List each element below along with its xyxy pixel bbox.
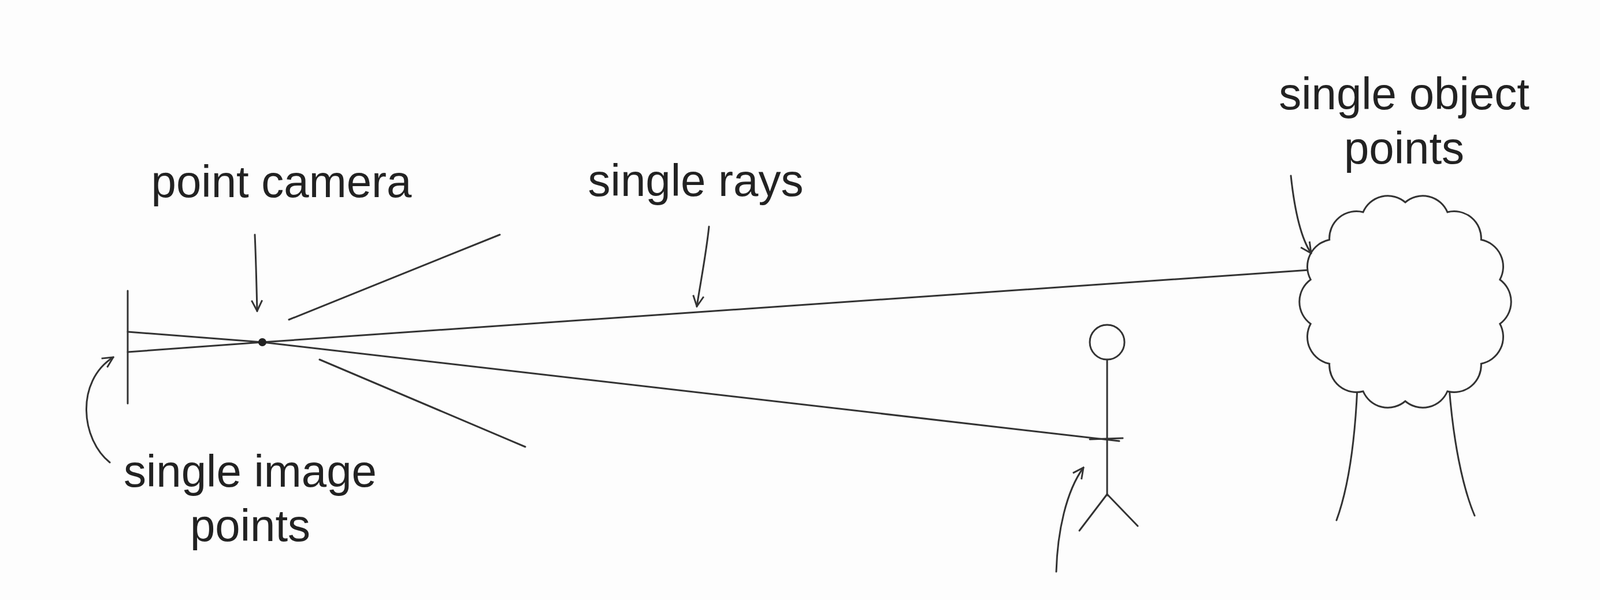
leader-arrow xyxy=(696,226,709,307)
ray xyxy=(319,359,526,447)
annotation-label: single object points xyxy=(1242,66,1566,176)
annotation-label: single rays xyxy=(588,153,804,208)
ray xyxy=(127,342,263,352)
camera-point xyxy=(258,338,267,347)
leader-arrow xyxy=(1056,467,1084,572)
ray xyxy=(262,268,1335,343)
ray xyxy=(262,342,1120,441)
tree-figure xyxy=(1299,195,1512,521)
annotation-label: single image points xyxy=(88,443,412,553)
person-figure xyxy=(1079,324,1138,531)
leader-arrow xyxy=(254,234,258,311)
leader-arrow xyxy=(86,357,114,463)
annotation-label: point camera xyxy=(151,154,412,209)
leader-arrow xyxy=(1290,175,1312,254)
ray xyxy=(288,234,500,320)
image-plane xyxy=(127,290,129,404)
ray xyxy=(127,331,263,343)
